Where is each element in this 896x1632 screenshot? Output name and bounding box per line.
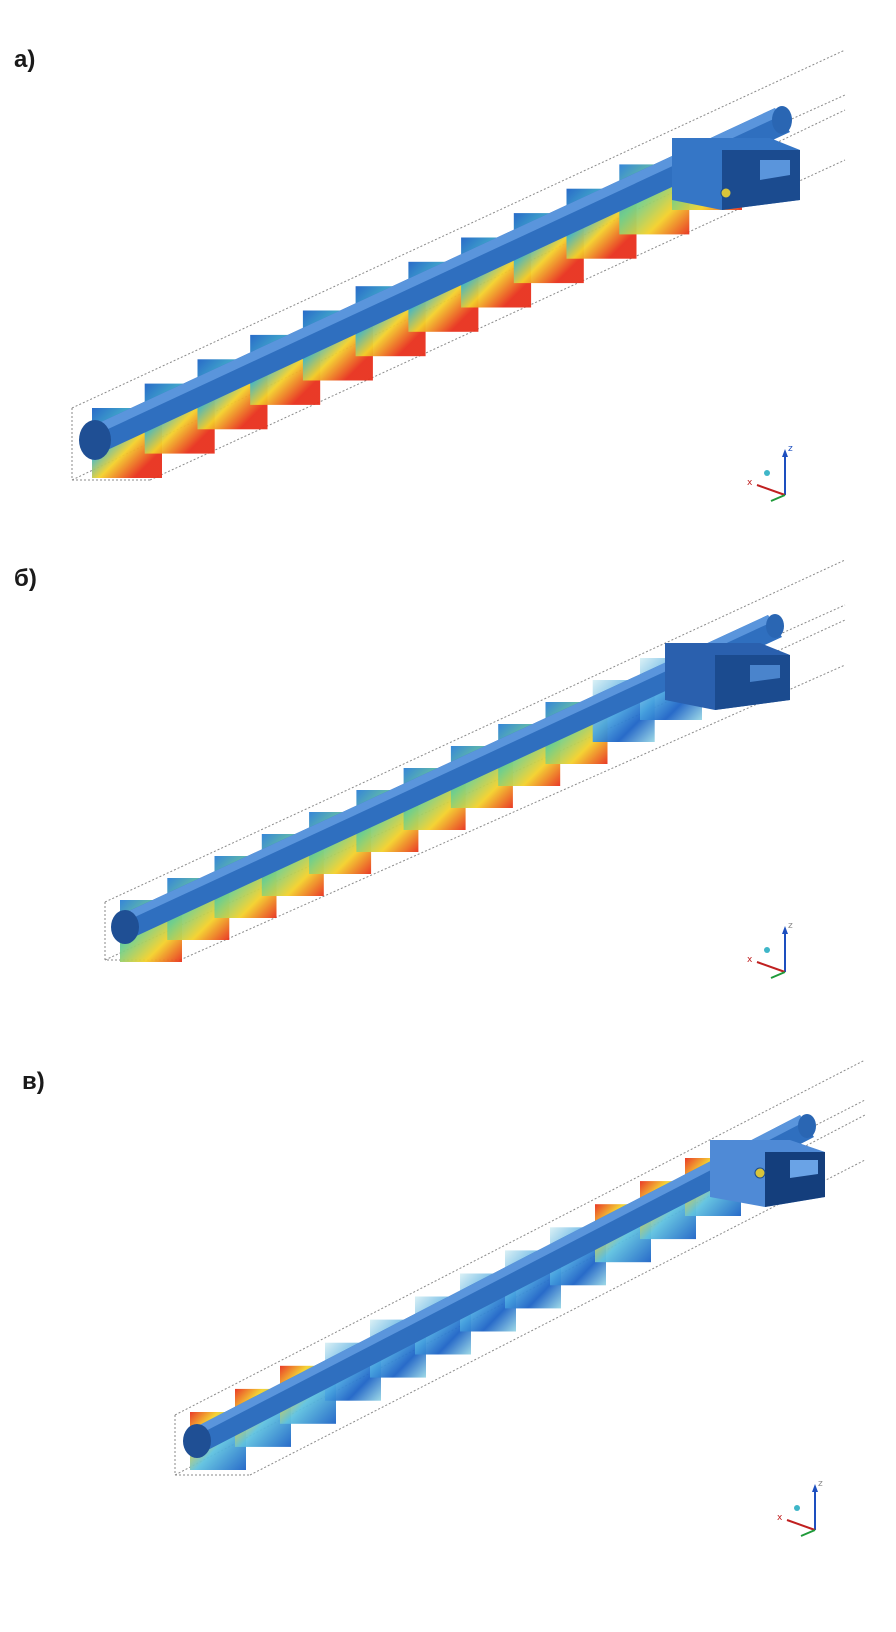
housing-b (665, 643, 790, 710)
panel-c: в) z x (0, 1060, 896, 1632)
simulation-view-a: z x (71, 49, 846, 502)
axis-x-label-a: x (747, 478, 753, 488)
axis-z-label-a: z (788, 444, 793, 454)
axis-x-label-b: x (747, 955, 753, 965)
axis-triad-a: z x (747, 444, 793, 502)
simulation-view-c: z x (174, 1060, 866, 1537)
panel-label-a: а) (14, 46, 36, 73)
pipe-a (79, 106, 792, 460)
panel-label-b: б) (14, 565, 37, 592)
housing-c (710, 1140, 825, 1207)
axis-z-label-b: z (788, 921, 793, 931)
pipe-c (183, 1114, 816, 1458)
housing-a (672, 138, 800, 210)
pipe-b (111, 614, 784, 944)
axis-triad-b: z x (747, 921, 793, 979)
panel-b: б) z x (0, 540, 896, 1060)
simulation-view-b: z x (104, 559, 846, 979)
panel-a: а) z x (0, 0, 896, 540)
axis-triad-c: z x (777, 1479, 823, 1537)
axis-z-label-c: z (818, 1479, 823, 1489)
axis-x-label-c: x (777, 1513, 783, 1523)
panel-label-c: в) (22, 1068, 45, 1095)
